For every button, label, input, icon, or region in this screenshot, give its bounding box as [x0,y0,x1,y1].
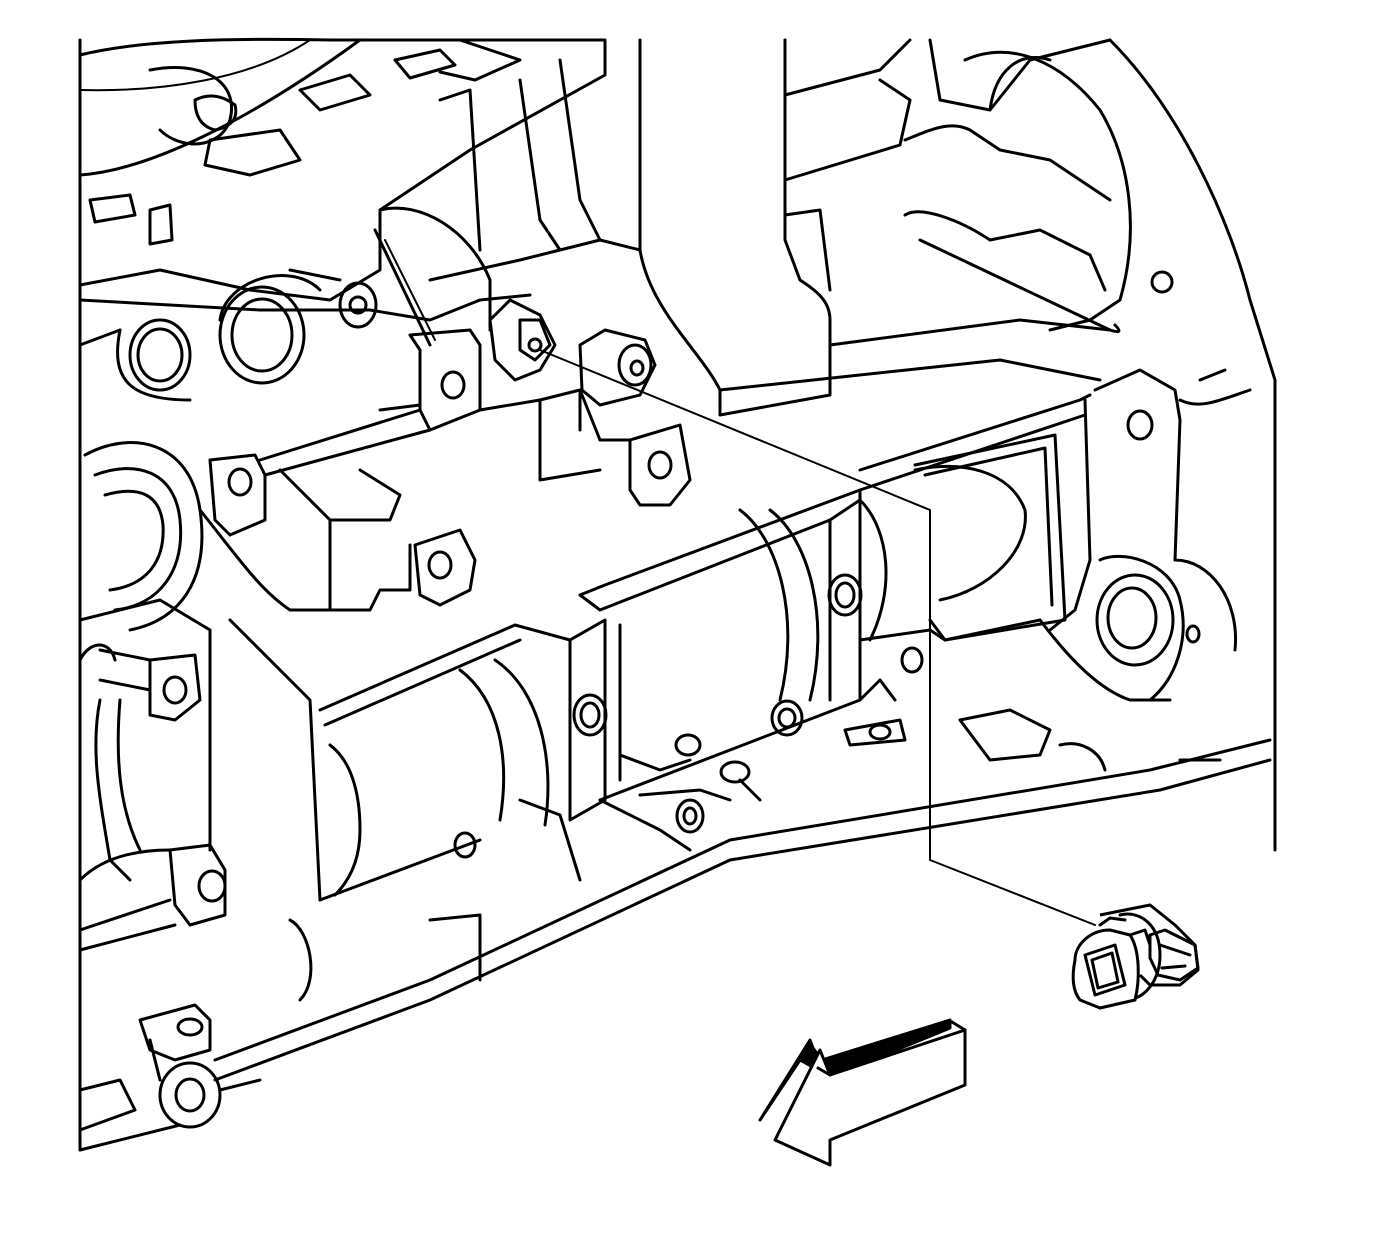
cylinder-head-gasket-surface [78,37,607,302]
view-direction-arrow [758,1018,967,1167]
oil-pan-rail [78,678,1272,1082]
callout-leader-line [539,349,1096,926]
engine-block-heater [1071,903,1200,1010]
engine-block [78,37,1277,1152]
